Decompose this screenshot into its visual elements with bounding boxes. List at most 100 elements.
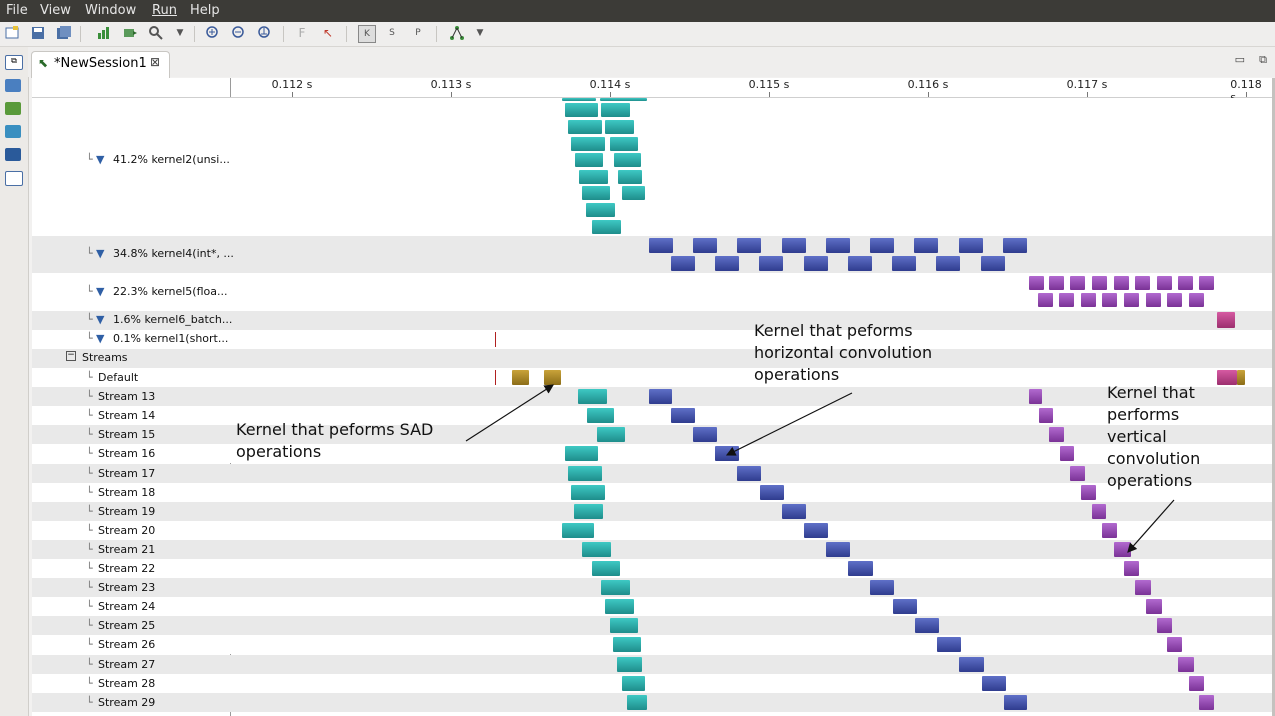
kernel5-bar[interactable]	[1157, 276, 1172, 290]
kernel2-bar[interactable]	[614, 153, 641, 167]
default-kernel1-marker[interactable]	[495, 370, 496, 385]
kernel2-bar[interactable]	[562, 98, 596, 101]
folder-icon[interactable]	[5, 102, 21, 115]
export-icon[interactable]	[122, 25, 138, 41]
kernel5-bar[interactable]	[1146, 293, 1161, 307]
stream-kernel2-bar[interactable]	[627, 694, 647, 710]
kernel4-bar[interactable]	[981, 256, 1005, 271]
stream-kernel2-bar[interactable]	[622, 675, 645, 691]
kernel4-bar[interactable]	[804, 256, 828, 271]
stream-view-icon[interactable]: S	[389, 28, 395, 38]
default-bar[interactable]	[1237, 370, 1245, 385]
stream-kernel4-bar[interactable]	[826, 541, 850, 557]
stream-tree-item[interactable]: Stream 25	[98, 619, 156, 633]
save-all-icon[interactable]	[56, 25, 72, 41]
kernel2-bar[interactable]	[582, 186, 610, 200]
filter-icon[interactable]: ▼	[96, 313, 105, 326]
kernel2-bar[interactable]	[618, 170, 642, 184]
timeline-pane[interactable]: └▼41.2% kernel2(unsi...└▼34.8% kernel4(i…	[32, 98, 1272, 716]
default-bar[interactable]	[512, 370, 529, 385]
stream-kernel4-bar[interactable]	[870, 580, 894, 596]
kernel4-bar[interactable]	[671, 256, 695, 271]
filter-icon[interactable]: ▼	[96, 332, 105, 345]
kernel2-bar[interactable]	[579, 170, 608, 184]
stream-kernel4-bar[interactable]	[804, 522, 828, 538]
kernel-tree-item[interactable]: 34.8% kernel4(int*, ...	[113, 247, 234, 260]
menu-run[interactable]: Run	[152, 3, 177, 18]
stream-kernel5-bar[interactable]	[1102, 522, 1117, 538]
stream-kernel2-bar[interactable]	[571, 484, 605, 500]
stream-kernel4-bar[interactable]	[937, 637, 961, 653]
kernel-tree-item[interactable]: 1.6% kernel6_batch...	[113, 313, 233, 326]
kernel1-marker[interactable]	[495, 332, 496, 347]
kernel2-bar[interactable]	[575, 153, 603, 167]
stream-kernel5-bar[interactable]	[1189, 675, 1204, 691]
stream-tree-item[interactable]: Stream 16	[98, 447, 156, 461]
stream-kernel2-bar[interactable]	[613, 637, 641, 653]
filter-icon[interactable]: ▼	[96, 247, 105, 260]
kernel4-bar[interactable]	[914, 238, 938, 253]
kernel4-bar[interactable]	[959, 238, 983, 253]
stream-kernel2-bar[interactable]	[565, 446, 598, 462]
kernel2-bar[interactable]	[622, 186, 645, 200]
kernel5-bar[interactable]	[1135, 276, 1150, 290]
stream-kernel5-bar[interactable]	[1029, 389, 1042, 405]
kernel4-bar[interactable]	[759, 256, 783, 271]
process-view-icon[interactable]: P	[415, 28, 421, 38]
stream-tree-item[interactable]: Stream 26	[98, 638, 156, 652]
stream-tree-item[interactable]: Stream 13	[98, 390, 156, 404]
menu-window[interactable]: Window	[85, 3, 137, 18]
kernel5-bar[interactable]	[1070, 276, 1085, 290]
new-session-icon[interactable]	[4, 25, 20, 41]
search-icon[interactable]	[148, 25, 164, 41]
stream-tree-item[interactable]: Stream 17	[98, 466, 156, 480]
stream-tree-item[interactable]: Stream 23	[98, 581, 156, 595]
collapse-icon[interactable]: −	[66, 350, 76, 361]
kernel2-bar[interactable]	[610, 137, 638, 151]
stream-kernel4-bar[interactable]	[715, 446, 739, 462]
kernel5-bar[interactable]	[1124, 293, 1139, 307]
kernel2-bar[interactable]	[565, 103, 598, 117]
close-icon[interactable]: ⊠	[150, 55, 161, 69]
menu-view[interactable]: View	[40, 3, 71, 18]
stream-tree-item[interactable]: Stream 20	[98, 523, 156, 537]
stream-kernel2-bar[interactable]	[601, 580, 630, 596]
stream-tree-item[interactable]: Stream 21	[98, 542, 156, 556]
kernel2-bar[interactable]	[592, 220, 621, 234]
stream-kernel5-bar[interactable]	[1157, 618, 1172, 634]
add-metrics-icon[interactable]	[96, 25, 112, 41]
stream-tree-item[interactable]: Stream 22	[98, 562, 156, 575]
kernel4-bar[interactable]	[870, 238, 894, 253]
zoom-fit-icon[interactable]	[257, 25, 273, 41]
stream-kernel5-bar[interactable]	[1114, 541, 1131, 557]
stream-kernel4-bar[interactable]	[1004, 694, 1027, 710]
kernel4-bar[interactable]	[782, 238, 806, 253]
stream-kernel4-bar[interactable]	[782, 503, 806, 519]
stream-kernel2-bar[interactable]	[610, 618, 638, 634]
stream-tree-item[interactable]: Stream 19	[98, 504, 156, 518]
stream-kernel2-bar[interactable]	[592, 561, 620, 576]
stream-kernel4-bar[interactable]	[737, 465, 761, 481]
stream-kernel5-bar[interactable]	[1146, 599, 1162, 615]
kernel2-bar[interactable]	[568, 120, 602, 134]
stream-kernel5-bar[interactable]	[1178, 656, 1194, 672]
vertical-scrollbar[interactable]	[1272, 78, 1275, 716]
kernel4-bar[interactable]	[936, 256, 960, 271]
stream-kernel2-bar[interactable]	[605, 599, 634, 615]
menu-help[interactable]: Help	[190, 3, 220, 18]
kernel-tree-item[interactable]: 0.1% kernel1(short...	[113, 332, 229, 345]
kernel4-bar[interactable]	[848, 256, 872, 271]
stream-kernel5-bar[interactable]	[1092, 503, 1106, 519]
table-icon[interactable]	[5, 125, 21, 138]
chevron-down-icon[interactable]: ▼	[476, 28, 484, 38]
zoom-in-icon[interactable]	[205, 25, 221, 41]
stream-kernel2-bar[interactable]	[617, 656, 642, 672]
dependency-icon[interactable]	[449, 25, 465, 41]
stream-kernel5-bar[interactable]	[1060, 446, 1074, 462]
kernel2-bar[interactable]	[605, 120, 634, 134]
filter-icon[interactable]: ▼	[96, 285, 105, 298]
console-icon[interactable]	[5, 148, 21, 161]
stream-kernel5-bar[interactable]	[1135, 580, 1151, 596]
tab-newsession1[interactable]: ⬉ *NewSession1 ⊠	[31, 51, 170, 78]
properties-icon[interactable]	[5, 171, 23, 186]
